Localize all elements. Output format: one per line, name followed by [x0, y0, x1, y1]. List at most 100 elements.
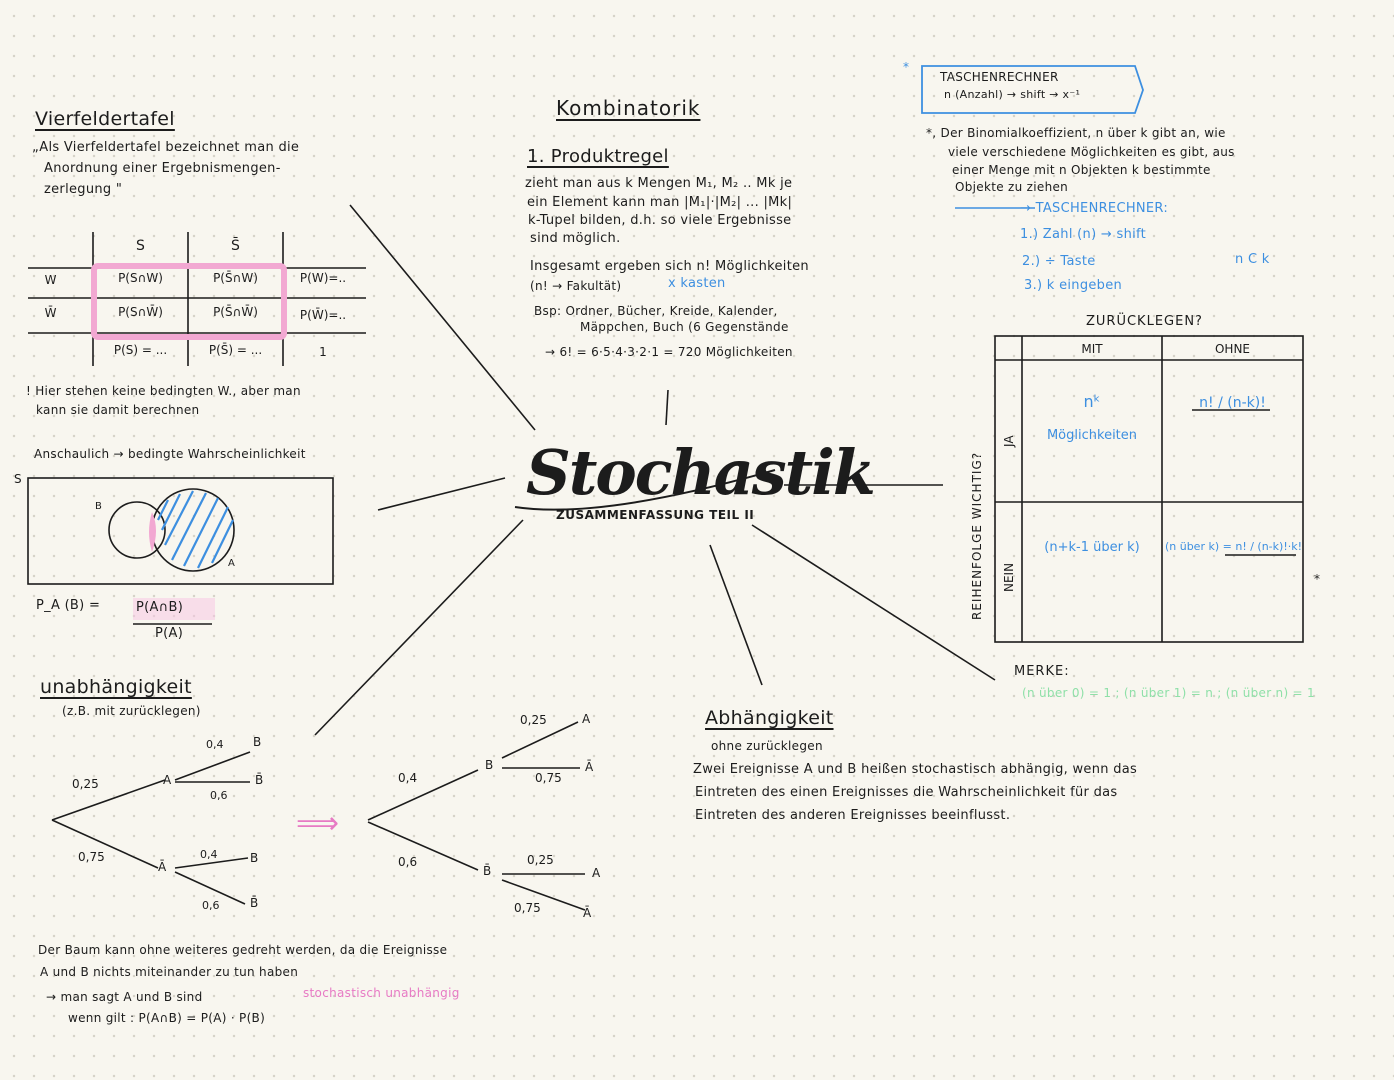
tree2-abar1: Ā [585, 760, 594, 774]
abh-text-1: Zwei Ereignisse A und B heißen stochasti… [693, 762, 1138, 777]
zurueck-mit: MIT [1081, 342, 1103, 356]
tree2-p-b: 0,4 [398, 771, 418, 785]
kombi-bsp-1: Bsp: Ordner, Bücher, Kreide, Kalender, [534, 304, 778, 318]
taschen-box-title: TASCHENRECHNER [940, 70, 1059, 84]
cell-mit-ja-label: Möglichkeiten [1046, 428, 1138, 443]
venn-s-label: S [14, 472, 22, 486]
zurueck-ohne: OHNE [1214, 342, 1251, 356]
unabh-heading: unabhängigkeit [40, 676, 192, 698]
kombi-text-2: ein Element kann man |M₁|·|M₂| ... |Mk| [527, 195, 793, 210]
taschen-text-1: *, Der Binomialkoeffizient, n über k gib… [926, 126, 1226, 140]
merke-label: MERKE: [1014, 664, 1070, 679]
tree2-a2: A [592, 866, 601, 880]
vierfelder-def-1: „Als Vierfeldertafel bezeichnet man die [32, 140, 300, 155]
zurueck-star: * [1314, 572, 1320, 586]
tree2-p1: 0,25 [520, 713, 547, 727]
cell-ohne-nein: (n über k) = n! / (n-k)!·k! [1164, 540, 1303, 553]
tree1-b2: B [250, 851, 259, 865]
taschen-text-2: viele verschiedene Möglichkeiten es gibt… [948, 145, 1235, 159]
formula-denominator: P(A) [155, 626, 184, 641]
kombi-text-4: sind möglich. [530, 231, 621, 246]
tree1-p2: 0,6 [210, 789, 228, 802]
kombi-fakultaet: (n! → Fakultät) [530, 279, 622, 293]
row-wbar: W̄ [44, 306, 57, 320]
cell-ps: P(S) = ... [113, 343, 168, 357]
tree1-bbar2: B̄ [250, 896, 259, 910]
zurueck-nein: NEIN [1002, 562, 1016, 592]
formula-numerator: P(A∩B) [136, 600, 184, 615]
reihenfolge-label: REIHENFOLGE WICHTIG? [970, 451, 984, 620]
unabh-sub: (z.B. mit zurücklegen) [62, 704, 201, 718]
tree1-p1: 0,4 [206, 738, 224, 751]
zurueck-ja: JA [1002, 435, 1016, 447]
kombi-sub: 1. Produktregel [527, 146, 669, 167]
unabh-line3a: → man sagt A und B sind [46, 990, 203, 1004]
venn-a-label: A [228, 558, 235, 569]
row-w: W [44, 273, 57, 287]
cell-sbar-wbar: P(S̄∩W̄) [213, 305, 258, 319]
taschen-nck: n C k [1235, 252, 1270, 267]
cell-one: 1 [319, 345, 327, 359]
formula-left: P_A (B) = [36, 598, 101, 613]
tree1-node-a: A [163, 773, 172, 787]
taschen-text-3: einer Menge mit n Objekten k bestimmte [952, 163, 1211, 177]
abh-sub: ohne zurücklegen [711, 739, 823, 753]
taschen-arrow-label: → TASCHENRECHNER: [1020, 201, 1169, 216]
abh-heading: Abhängigkeit [705, 707, 834, 729]
vierfelder-note-1: ! Hier stehen keine bedingten W., aber m… [26, 384, 301, 398]
col-sbar: S̄ [231, 238, 240, 254]
tree2-p4: 0,75 [514, 901, 541, 915]
tree1-p4: 0,6 [202, 899, 220, 912]
unabh-text-2: A und B nichts miteinander zu tun haben [40, 965, 299, 979]
tree1-p3: 0,4 [200, 848, 218, 861]
unabh-line4: wenn gilt : P(A∩B) = P(A) · P(B) [68, 1011, 266, 1025]
vierfelder-def-3: zerlegung " [44, 182, 123, 197]
cell-s-wbar: P(S∩W̄) [118, 305, 163, 319]
vierfelder-heading: Vierfeldertafel [35, 108, 175, 130]
taschen-star: * [903, 60, 909, 74]
kombi-text-3: k-Tupel bilden, d.h. so viele Ergebnisse [528, 213, 792, 228]
taschen-box-keys: n (Anzahl) → shift → x⁻¹ [944, 88, 1081, 101]
tree2-node-b: B [485, 758, 494, 772]
kombi-calc: → 6! = 6·5·4·3·2·1 = 720 Möglichkeiten [545, 345, 793, 359]
abh-text-2: Eintreten des einen Ereignisses die Wahr… [695, 785, 1118, 800]
tree2-p-bbar: 0,6 [398, 855, 418, 869]
venn-b-label: B [95, 501, 102, 512]
unabh-text-1: Der Baum kann ohne weiteres gedreht werd… [38, 943, 448, 957]
kombi-x-kasten: x kasten [668, 276, 726, 291]
tree2-a1: A [582, 712, 591, 726]
tree2-abar2: Ā [583, 906, 592, 920]
kombi-bsp-2: Mäppchen, Buch (6 Gegenstände [580, 320, 789, 334]
cell-pwbar: P(W̄)=.. [299, 308, 347, 322]
main-title: Stochastik [526, 436, 876, 509]
cell-mit-ja: nᵏ [1083, 392, 1101, 411]
kombi-text-1: zieht man aus k Mengen M₁, M₂ .. Mk je [525, 176, 793, 191]
unabh-line3b: stochastisch unabhängig [303, 986, 460, 1000]
main-subtitle: ZUSAMMENFASSUNG TEIL II [556, 508, 755, 522]
cell-ohne-ja: n! / (n-k)! [1199, 395, 1266, 411]
anschaulich-label: Anschaulich → bedingte Wahrscheinlichkei… [34, 447, 306, 461]
tree1-node-abar: Ā [158, 860, 167, 874]
tree2-node-bbar: B̄ [483, 864, 492, 878]
zurueck-heading: ZURÜCKLEGEN? [1086, 314, 1203, 329]
abh-text-3: Eintreten des anderen Ereignisses beeinf… [695, 808, 1011, 823]
col-s: S [136, 238, 145, 254]
merke-values: (n über 0) = 1 ; (n über 1) = n ; (n übe… [1022, 686, 1315, 700]
taschen-step-2: 2.) ÷ Taste [1022, 254, 1096, 269]
tree1-p-a: 0,25 [72, 777, 99, 791]
vierfelder-def-2: Anordnung einer Ergebnismengen- [44, 161, 281, 176]
cell-mit-nein: (n+k-1 über k) [1044, 540, 1140, 555]
tree2-p2: 0,75 [535, 771, 562, 785]
taschen-text-4: Objekte zu ziehen [955, 180, 1069, 194]
taschen-step-3: 3.) k eingeben [1024, 278, 1123, 293]
cell-pw: P(W)=.. [299, 271, 347, 285]
vierfelder-note-2: kann sie damit berechnen [36, 403, 200, 417]
tree1-bbar1: B̄ [255, 773, 264, 787]
implies-arrow: ⟹ [296, 806, 340, 841]
kombi-insgesamt: Insgesamt ergeben sich n! Möglichkeiten [530, 259, 809, 274]
tree1-b1: B [253, 735, 262, 749]
cell-sbar-w: P(S̄∩W) [213, 271, 258, 285]
tree1-p-abar: 0,75 [78, 850, 105, 864]
taschen-step-1: 1.) Zahl (n) → shift [1020, 227, 1147, 242]
